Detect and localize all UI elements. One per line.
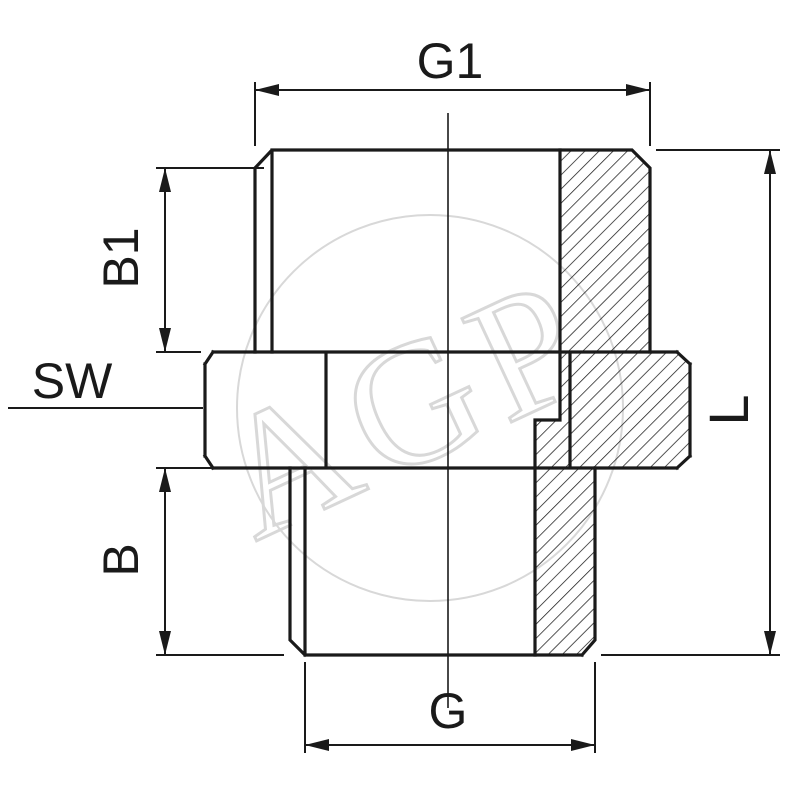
b1-label: B1 xyxy=(93,227,149,288)
b-arrow-bottom xyxy=(159,631,171,655)
g-arrow-right xyxy=(571,739,595,751)
b1-arrow-bottom xyxy=(159,328,171,352)
g-arrow-left xyxy=(305,739,329,751)
g1-label: G1 xyxy=(417,33,484,89)
g1-extension-lines xyxy=(254,82,651,146)
b1-arrow-top xyxy=(159,168,171,192)
lower-thread-outline xyxy=(288,466,597,658)
dimension-b1: B1 xyxy=(93,167,264,353)
dimension-l: L xyxy=(601,149,780,656)
b-extension-lines xyxy=(156,467,284,656)
body-outline xyxy=(202,113,693,708)
l-extension-lines xyxy=(601,149,780,656)
dimension-g: G xyxy=(304,662,596,753)
sw-label: SW xyxy=(32,353,113,409)
dimension-sw: SW xyxy=(8,353,203,409)
b-arrow-top xyxy=(159,468,171,492)
bore-outline xyxy=(533,148,562,657)
dimension-g1: G1 xyxy=(254,33,651,146)
l-arrow-top xyxy=(764,150,776,174)
upper-thread-outline xyxy=(253,148,652,354)
l-arrow-bottom xyxy=(764,631,776,655)
g-extension-lines xyxy=(304,662,596,753)
g-label: G xyxy=(429,683,468,739)
b-label: B xyxy=(93,543,149,576)
hex-outline xyxy=(202,349,693,471)
l-label: L xyxy=(697,394,760,425)
g1-arrow-left xyxy=(255,84,279,96)
section-hatch xyxy=(535,150,690,655)
dimension-b: B xyxy=(93,467,284,656)
g1-arrow-right xyxy=(626,84,650,96)
b1-extension-lines xyxy=(156,167,264,353)
